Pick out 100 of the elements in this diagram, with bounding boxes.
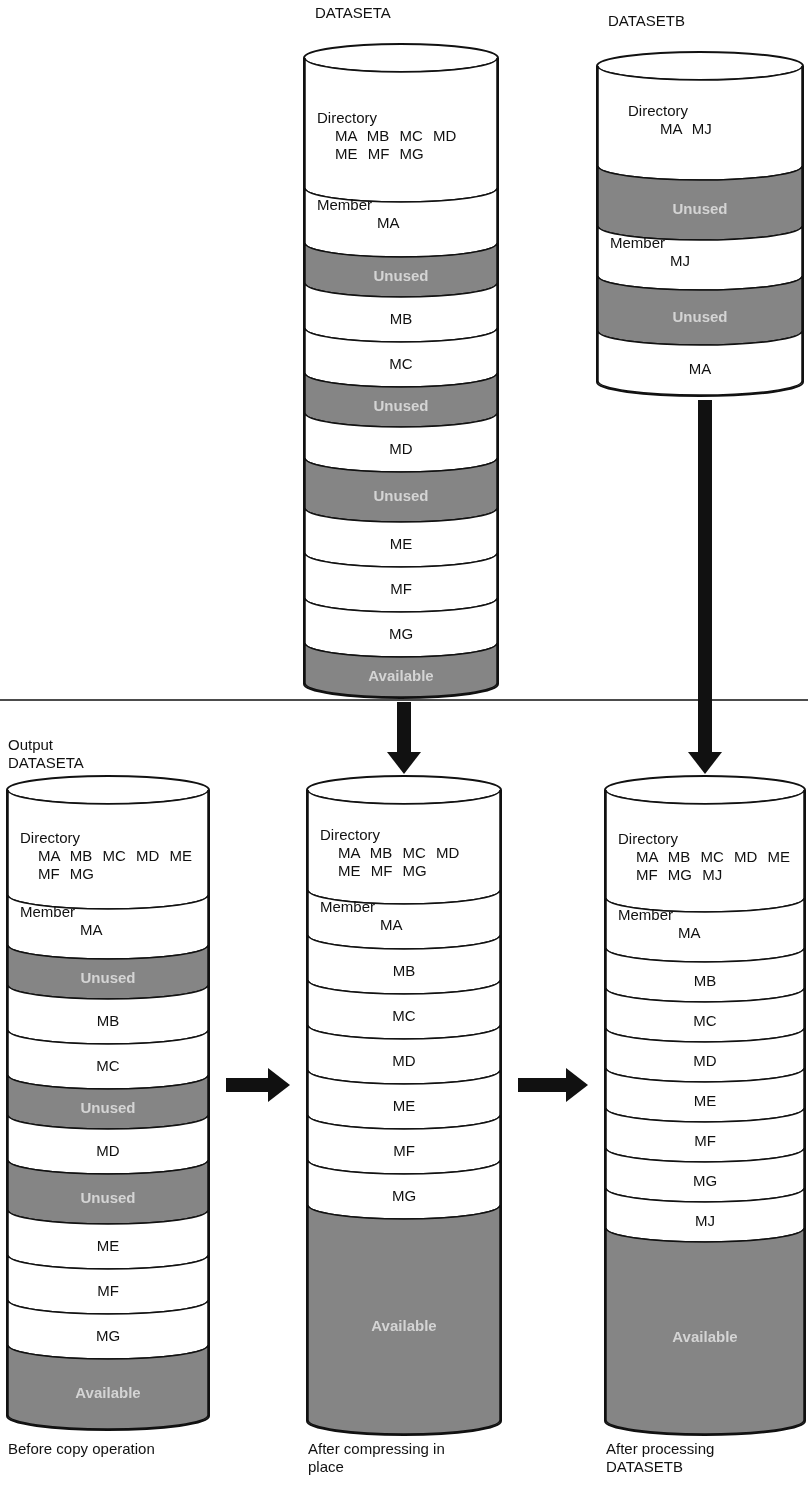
caption: Before copy operation bbox=[8, 1440, 155, 1458]
band-label: Unused bbox=[372, 267, 430, 285]
member-heading: Member bbox=[20, 903, 75, 921]
band-label: MF bbox=[392, 1141, 416, 1160]
band bbox=[8, 945, 208, 999]
band bbox=[305, 598, 497, 657]
band-label: Unused bbox=[671, 307, 729, 326]
band-label: Unused bbox=[79, 1189, 137, 1207]
directory-heading: Directory bbox=[20, 828, 80, 847]
band bbox=[308, 1160, 500, 1219]
band bbox=[308, 980, 500, 1039]
member-list: MA MB MC MD ME MF MG bbox=[38, 846, 196, 883]
band-label: MD bbox=[391, 1051, 417, 1070]
member-name: MA bbox=[380, 916, 404, 934]
dataset-heading: Output DATASETA bbox=[8, 736, 85, 772]
band bbox=[598, 166, 802, 240]
band-label: MG bbox=[390, 1186, 418, 1205]
band bbox=[606, 1068, 804, 1122]
band-label: Unused bbox=[671, 200, 729, 218]
directory-heading: Directory bbox=[317, 109, 377, 127]
band-label: Available bbox=[370, 1316, 438, 1335]
directory-heading: Directory bbox=[320, 826, 380, 844]
band bbox=[8, 1075, 208, 1129]
band bbox=[308, 1115, 500, 1174]
band bbox=[305, 643, 497, 697]
band-label: MF bbox=[693, 1132, 717, 1150]
band-label: Unused bbox=[79, 1099, 137, 1117]
band-label: ME bbox=[388, 534, 414, 553]
member-name: MA bbox=[377, 214, 401, 232]
block-arrow bbox=[518, 1068, 588, 1102]
band bbox=[606, 1108, 804, 1162]
member-list: MA MB MC MD ME MF MG bbox=[335, 127, 485, 163]
band-label: MD bbox=[388, 439, 414, 458]
band bbox=[8, 1210, 208, 1269]
member-list: MA MB MC MD ME MF MG MJ bbox=[636, 848, 792, 884]
band-label: MC bbox=[388, 354, 414, 373]
band bbox=[305, 188, 497, 257]
band-label: MB bbox=[95, 1011, 121, 1030]
band bbox=[8, 1030, 208, 1089]
band bbox=[305, 373, 497, 427]
band-label: MJ bbox=[694, 1212, 716, 1230]
member-list: MA MB MC MD ME MF MG bbox=[338, 844, 488, 880]
block-arrow bbox=[387, 702, 421, 774]
band-label: Unused bbox=[79, 969, 137, 987]
band bbox=[598, 226, 802, 290]
member-name: MA bbox=[678, 924, 702, 942]
band-label: MB bbox=[388, 309, 414, 328]
band-label: Unused bbox=[372, 487, 430, 505]
member-name: MA bbox=[80, 921, 104, 939]
band bbox=[8, 1345, 208, 1429]
band bbox=[305, 413, 497, 472]
band bbox=[305, 283, 497, 342]
band bbox=[8, 1255, 208, 1314]
caption: After compressing in place bbox=[308, 1440, 446, 1476]
member-heading: Member bbox=[618, 906, 673, 924]
band bbox=[8, 1300, 208, 1359]
band bbox=[305, 243, 497, 297]
band bbox=[8, 985, 208, 1044]
band-label: ME bbox=[692, 1092, 718, 1110]
dataset-heading: DATASETA bbox=[315, 4, 391, 22]
band-label: Available bbox=[367, 667, 435, 685]
band bbox=[8, 1160, 208, 1224]
band-label: MG bbox=[387, 624, 415, 643]
band bbox=[606, 1148, 804, 1202]
band-label: MD bbox=[692, 1052, 718, 1070]
band bbox=[8, 1115, 208, 1174]
band bbox=[598, 331, 802, 395]
band-label: Available bbox=[671, 1328, 739, 1346]
band bbox=[606, 1228, 804, 1434]
band bbox=[305, 328, 497, 387]
block-arrow bbox=[688, 400, 722, 774]
band-label: ME bbox=[391, 1096, 417, 1115]
band bbox=[305, 458, 497, 522]
member-heading: Member bbox=[610, 234, 665, 252]
band-label: Unused bbox=[372, 397, 430, 415]
band-label: ME bbox=[95, 1236, 121, 1255]
band bbox=[606, 898, 804, 962]
band-label: MB bbox=[692, 972, 718, 990]
band bbox=[598, 276, 802, 345]
band bbox=[308, 935, 500, 994]
band bbox=[606, 1028, 804, 1082]
band-label: MC bbox=[692, 1012, 718, 1030]
band-label: MG bbox=[94, 1326, 122, 1345]
band bbox=[308, 1205, 500, 1434]
band bbox=[308, 890, 500, 949]
member-heading: Member bbox=[317, 196, 372, 214]
band-label: MD bbox=[95, 1141, 121, 1160]
band bbox=[305, 553, 497, 612]
band bbox=[606, 948, 804, 1002]
caption: After processing DATASETB bbox=[606, 1440, 716, 1476]
band bbox=[308, 1025, 500, 1084]
band bbox=[606, 1188, 804, 1242]
dataset-heading: DATASETB bbox=[608, 12, 685, 30]
block-arrow bbox=[226, 1068, 290, 1102]
band-label: MC bbox=[95, 1056, 121, 1075]
directory-heading: Directory bbox=[618, 830, 678, 848]
band bbox=[308, 1070, 500, 1129]
band-label: MC bbox=[391, 1006, 417, 1025]
band bbox=[8, 895, 208, 959]
band-label: MB bbox=[391, 961, 417, 980]
